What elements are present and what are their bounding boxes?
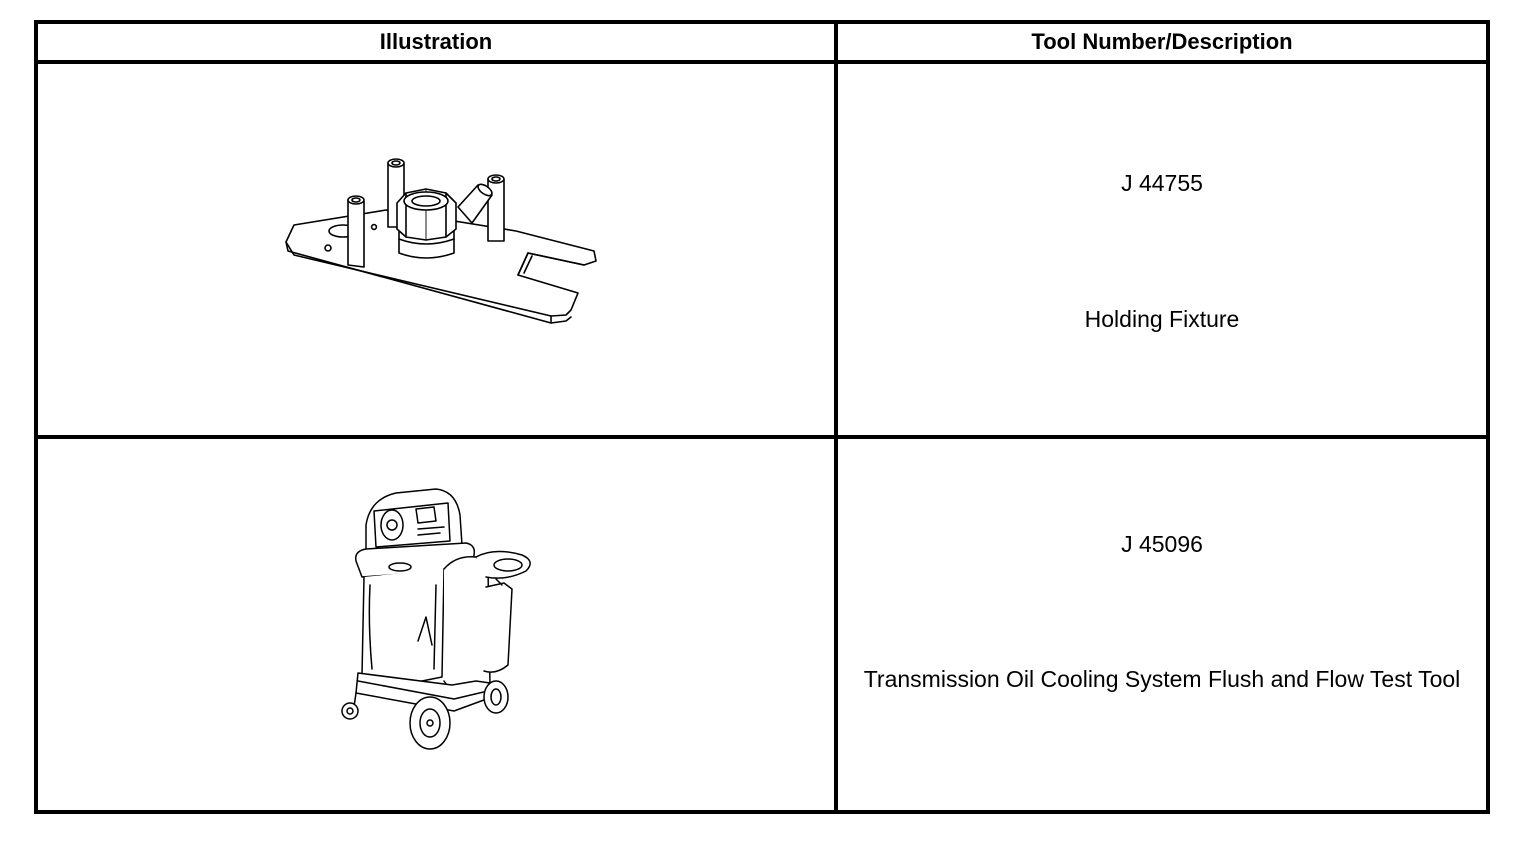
tool-info-cell: J 44755 Holding Fixture bbox=[834, 60, 1490, 439]
tool-description: Holding Fixture bbox=[1084, 306, 1240, 332]
table-row: J 45096 Transmission Oil Cooling System … bbox=[34, 435, 1490, 814]
header-illustration: Illustration bbox=[34, 20, 838, 64]
tool-number: J 45096 bbox=[1121, 531, 1203, 557]
illustration-cell bbox=[34, 435, 838, 814]
tool-description: Transmission Oil Cooling System Flush an… bbox=[863, 666, 1461, 692]
table-row: J 44755 Holding Fixture bbox=[34, 60, 1490, 439]
table-header-row: Illustration Tool Number/Description bbox=[34, 20, 1490, 64]
illustration-cell bbox=[34, 60, 838, 439]
tool-info-cell: J 45096 Transmission Oil Cooling System … bbox=[834, 435, 1490, 814]
special-tools-table: Illustration Tool Number/Description bbox=[34, 20, 1490, 814]
flush-and-flow-test-cart-icon bbox=[341, 487, 531, 750]
holding-fixture-icon bbox=[285, 157, 597, 324]
header-tool-number-description: Tool Number/Description bbox=[834, 20, 1490, 64]
tool-number: J 44755 bbox=[1121, 170, 1203, 196]
